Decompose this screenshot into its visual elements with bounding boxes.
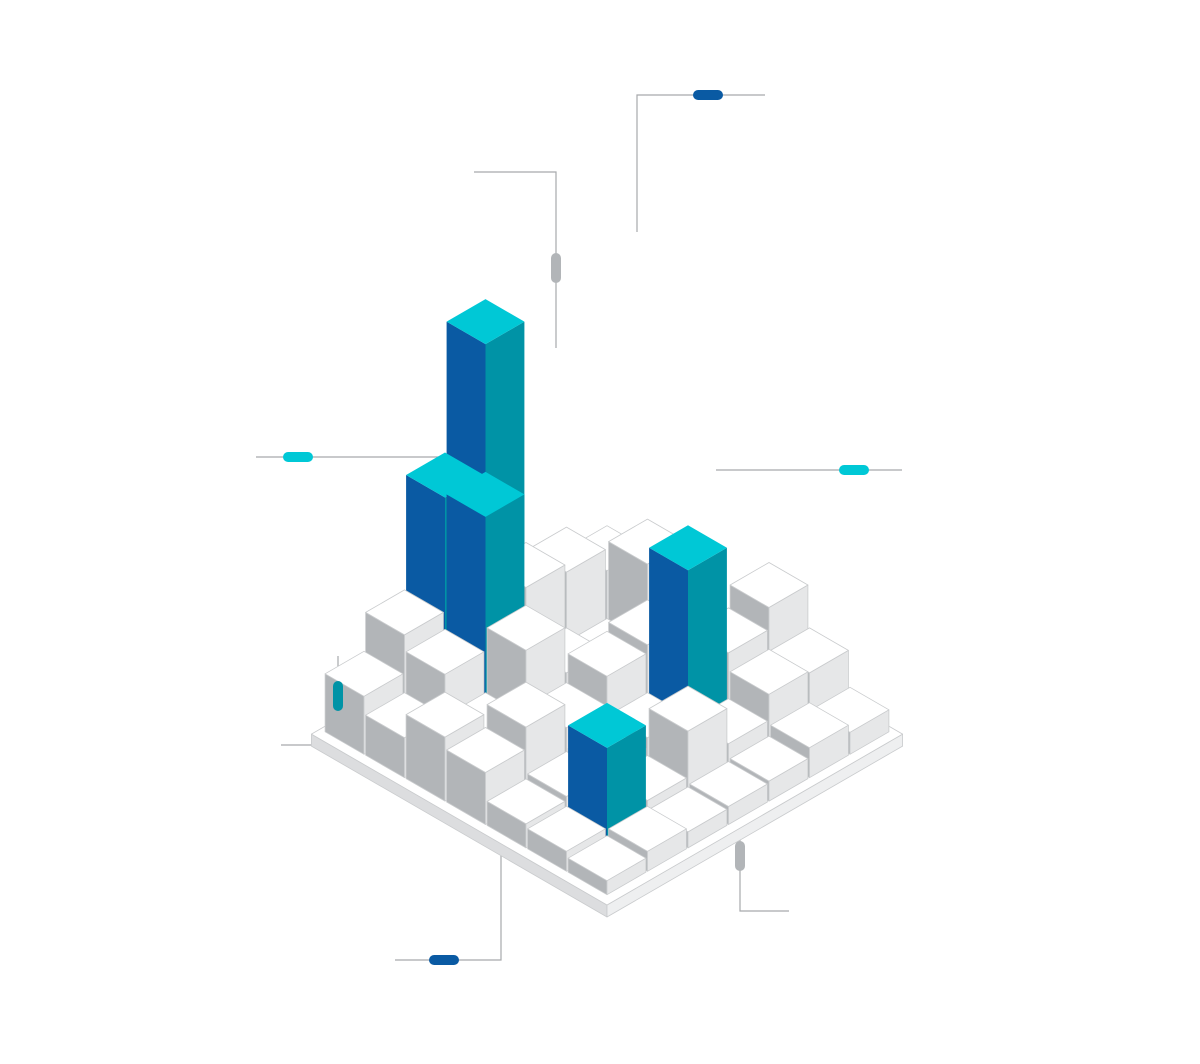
grey-column-0-5-top-face bbox=[365, 589, 444, 636]
grey-column-1-5-top-face bbox=[405, 628, 485, 675]
grey-column-6-5-top-face bbox=[608, 805, 687, 852]
highlighted-column-0-3-top-face bbox=[446, 299, 525, 345]
grey-column-5-6-top-face bbox=[527, 805, 606, 852]
callout-marker-7 bbox=[735, 841, 745, 871]
callout-line-2 bbox=[474, 171, 557, 348]
callout-markers bbox=[283, 90, 869, 965]
callout-marker-6 bbox=[429, 955, 459, 965]
highlighted-column-5-5-top-face bbox=[568, 702, 646, 748]
callout-marker-2 bbox=[551, 253, 561, 283]
grey-column-4-6 bbox=[486, 778, 566, 849]
highlighted-column-0-4-top-face bbox=[406, 452, 484, 498]
highlighted-column-1-4-top-face bbox=[446, 471, 525, 517]
grey-column-4-6-top-face bbox=[486, 778, 566, 825]
callout-marker-1 bbox=[693, 90, 723, 100]
grey-column-5-1-top-face bbox=[729, 648, 809, 695]
grey-column-2-4-top-face bbox=[486, 604, 566, 651]
grey-column-3-6-top-face bbox=[446, 727, 525, 773]
grey-column-3-5-top-face bbox=[486, 681, 566, 728]
grey-column-2-6-top-face bbox=[405, 691, 485, 738]
grey-column-6-6 bbox=[567, 835, 647, 896]
highlighted-column-4-2-top-face bbox=[649, 525, 727, 571]
grey-column-6-6-top-face bbox=[567, 835, 647, 882]
grey-column-6-1-top-face bbox=[770, 702, 849, 749]
grey-column-5-3-top-face bbox=[648, 685, 728, 732]
grey-column-6-2-top-face bbox=[729, 735, 809, 782]
callout-marker-5 bbox=[333, 681, 343, 711]
grey-column-3-3-top-face bbox=[567, 630, 647, 677]
grey-column-4-0-top-face bbox=[729, 562, 809, 608]
callout-marker-4 bbox=[839, 465, 869, 475]
callout-marker-3 bbox=[283, 452, 313, 462]
grey-column-0-6-top-face bbox=[324, 650, 404, 697]
isometric-city bbox=[310, 299, 903, 918]
callout-line-1 bbox=[636, 94, 765, 232]
grey-column-6-3-top-face bbox=[689, 761, 768, 807]
